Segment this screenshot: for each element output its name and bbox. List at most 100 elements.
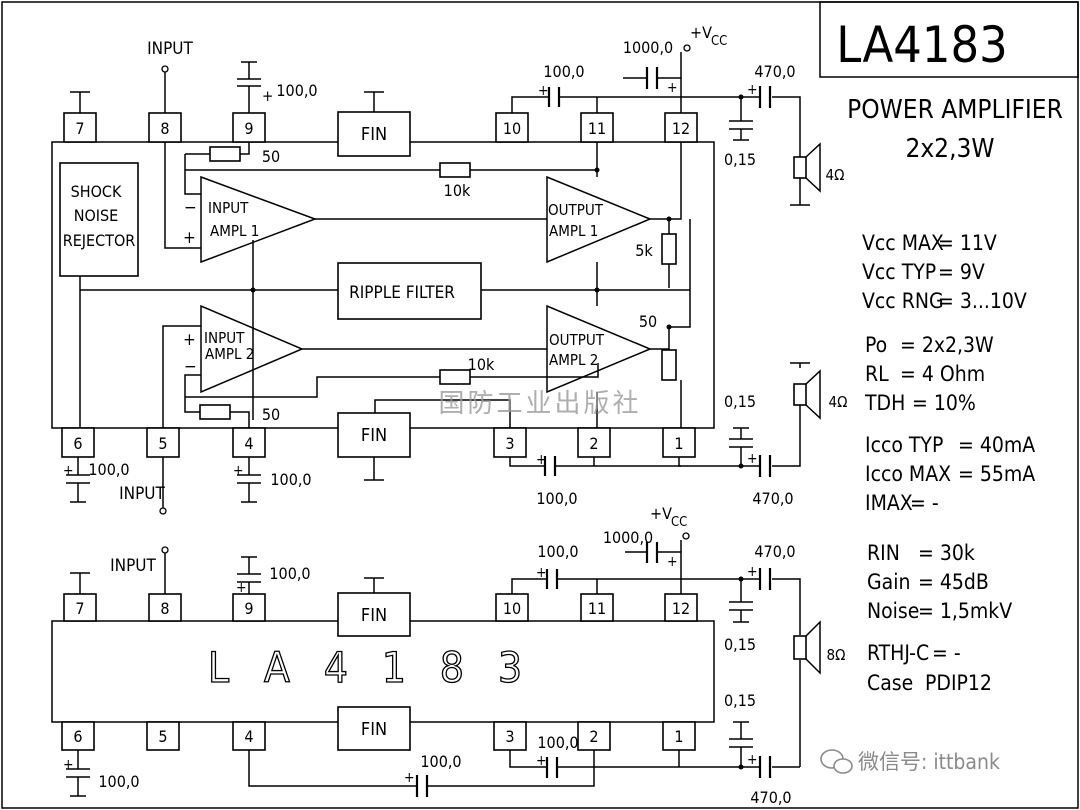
resistor-value: 50 — [262, 147, 280, 166]
application-circuit: LA4183 7 8 9 10 11 12 6 5 4 3 2 1 FIN FI… — [51, 504, 845, 807]
spec-value: = 30k — [918, 541, 975, 565]
spec-key: Case — [867, 671, 913, 695]
cap-value: 100,0 — [269, 564, 310, 583]
resistor-value: 10k — [444, 181, 471, 200]
plus-sign: + — [667, 80, 678, 96]
fin-label: FIN — [361, 605, 387, 626]
resistor-10k — [439, 162, 471, 178]
pin-number: 1 — [674, 434, 683, 453]
amp-label: OUTPUT — [549, 331, 605, 349]
pin-number: 9 — [244, 119, 253, 138]
plus-sign: + — [233, 463, 244, 479]
speaker-icon — [793, 156, 807, 179]
ripple-filter — [337, 262, 482, 320]
spec-value: = - — [910, 491, 939, 515]
spec-key: Vcc TYP — [862, 260, 936, 284]
spec-key: RIN — [867, 541, 900, 565]
vcc-label: +V — [650, 504, 672, 523]
pin-number: 6 — [73, 727, 82, 746]
pin-number: 5 — [158, 727, 167, 746]
speaker-icon — [793, 383, 807, 406]
plus-sign: + — [262, 87, 273, 105]
input-label: INPUT — [110, 556, 156, 576]
pin-number: 10 — [503, 599, 521, 618]
wechat-account: 微信号: ittbank — [858, 750, 1000, 774]
plus-sign: + — [747, 82, 758, 98]
spec-value: = 9V — [938, 260, 985, 284]
plus-sign: + — [747, 451, 758, 467]
spec-key: RL — [865, 362, 889, 386]
input-amplifier-2 — [200, 304, 304, 394]
pin-number: 12 — [672, 119, 690, 138]
bottom-pin-row: 6 5 4 3 2 1 — [61, 427, 696, 458]
vcc-sub-label: CC — [711, 34, 727, 49]
wechat-icon — [820, 749, 853, 774]
speaker-icon — [793, 635, 807, 660]
title-block: LA4183 POWER AMPLIFIER 2x2,3W — [819, 1, 1079, 164]
part-number: LA4183 — [836, 16, 1007, 74]
fin-tab-bottom — [337, 706, 411, 751]
cap-value: 100,0 — [537, 733, 578, 752]
block-label: SHOCK — [71, 182, 122, 201]
vcc-label: +V — [690, 23, 712, 42]
spec-value: = 40mA — [958, 433, 1035, 457]
device-description: POWER AMPLIFIER — [847, 95, 1063, 125]
resistor-10k — [439, 369, 471, 385]
pin-number: 4 — [244, 434, 253, 453]
resistor-50-out — [661, 349, 677, 381]
pin-number: 6 — [73, 434, 82, 453]
resistor-5k — [661, 233, 677, 265]
speaker-impedance: 4Ω — [826, 166, 845, 184]
amp-label: AMPL 1 — [549, 222, 598, 240]
plus-sign: + — [536, 565, 547, 581]
spec-value: = - — [932, 641, 961, 665]
pin-number: 2 — [589, 434, 598, 453]
resistor-value: 50 — [262, 405, 280, 424]
cap-value: 100,0 — [270, 470, 311, 489]
spec-key: Vcc MAX — [862, 231, 944, 255]
pin-number: 7 — [75, 119, 84, 138]
plus-sign: + — [747, 564, 758, 580]
pin-number: 10 — [503, 119, 521, 138]
spec-value: PDIP12 — [925, 671, 992, 695]
input-label: INPUT — [147, 39, 193, 59]
plus-sign: + — [538, 83, 549, 99]
spec-list: Vcc MAX = 11V Vcc TYP = 9V Vcc RNG = 3..… — [862, 231, 1035, 695]
spec-value: = 3...10V — [938, 289, 1027, 313]
spec-key: TDH — [864, 391, 905, 415]
pin-number: 3 — [505, 727, 514, 746]
fin-label: FIN — [361, 425, 387, 446]
cap-value: 100,0 — [420, 752, 461, 771]
plus-sign: + — [536, 452, 547, 468]
plus-sign: + — [63, 757, 74, 773]
resistor-value: 50 — [639, 312, 657, 331]
resistor-value: 5k — [635, 241, 653, 260]
publisher-watermark: 国防工业出版社 — [438, 389, 641, 419]
chip-body-label: LA4183 — [208, 643, 556, 692]
fin-label: FIN — [361, 124, 387, 145]
cap-value: 0,15 — [724, 150, 756, 169]
plus-sign: + — [63, 463, 74, 479]
shock-noise-rejector — [59, 162, 139, 277]
cap-value: 1000,0 — [623, 38, 673, 57]
pin-number: 1 — [674, 727, 683, 746]
spec-key: Icco MAX — [865, 462, 951, 486]
cap-value: 100,0 — [543, 62, 584, 81]
pin-number: 11 — [588, 119, 606, 138]
spec-key: RTHJ-C — [867, 641, 929, 665]
spec-key: Vcc RNG — [862, 289, 944, 313]
spec-value: = 45dB — [918, 570, 989, 594]
amp-label: INPUT — [204, 329, 245, 347]
cap-value: 0,15 — [724, 392, 756, 411]
spec-value: = 1,5mkV — [918, 599, 1012, 623]
cap-value: 100,0 — [276, 81, 317, 100]
spec-value: = 4 Ohm — [900, 362, 985, 386]
fin-tab-top — [337, 111, 411, 157]
spec-key: Po — [865, 333, 887, 357]
block-diagram: 7 8 9 10 11 12 6 5 4 3 2 1 FIN FIN INPUT — [51, 23, 847, 515]
cap-value: 100,0 — [536, 489, 577, 508]
plus-sign: + — [667, 554, 678, 570]
plus-sign: + — [404, 770, 415, 786]
